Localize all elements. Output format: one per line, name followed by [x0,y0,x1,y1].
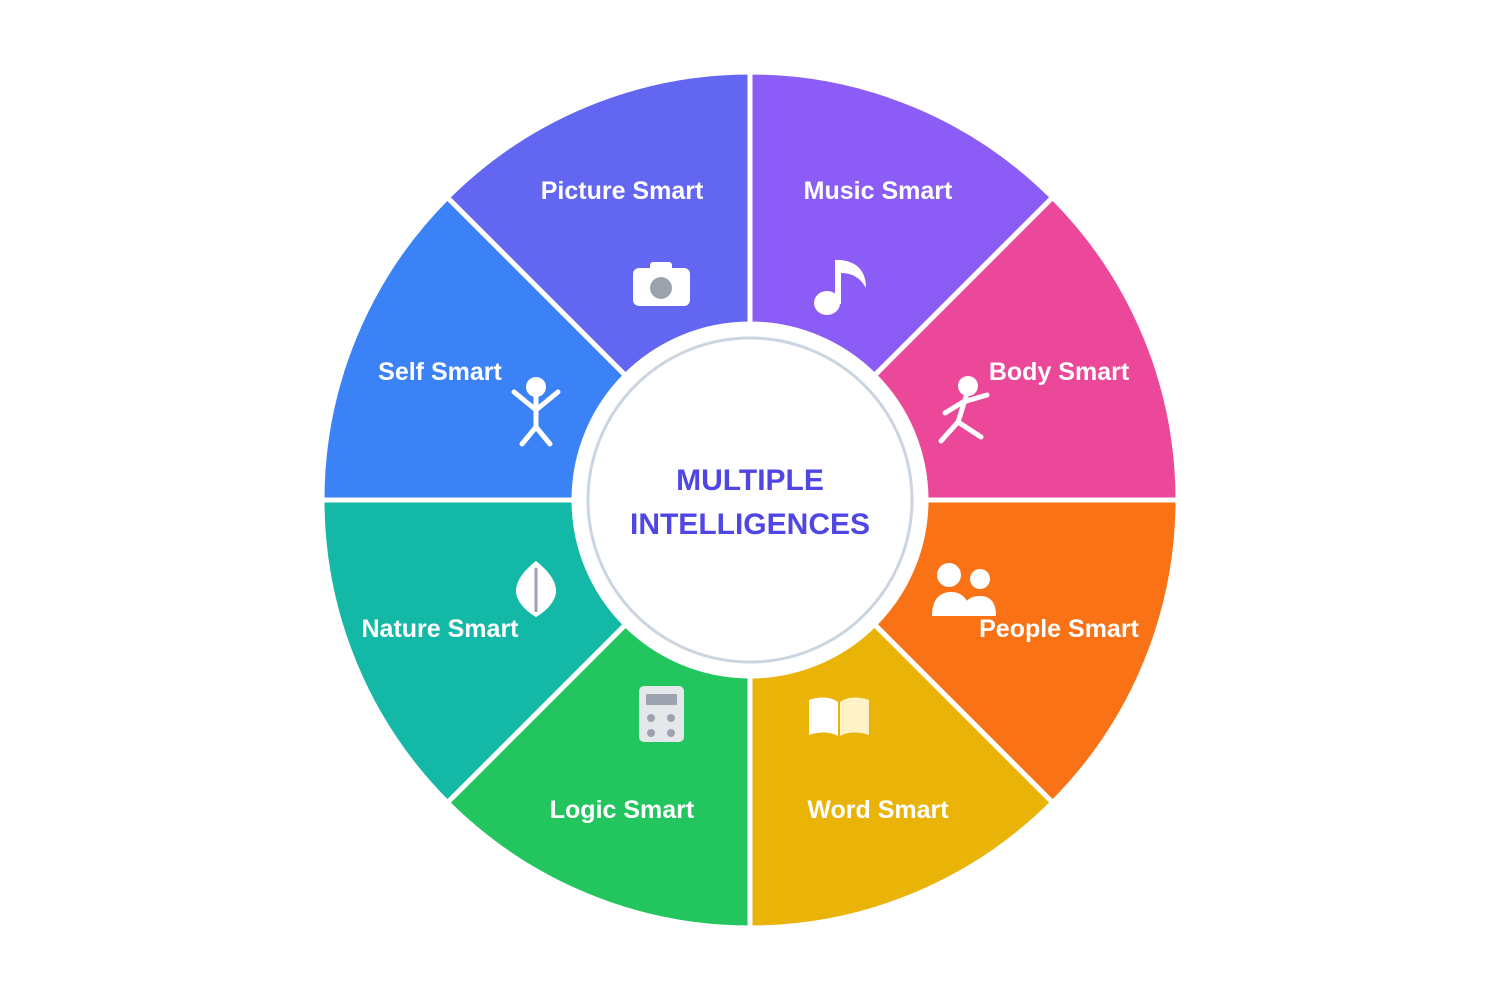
label-word: Word Smart [807,796,949,824]
label-music: Music Smart [804,177,953,205]
center-circle [586,336,914,664]
label-self: Self Smart [378,358,502,386]
label-picture: Picture Smart [541,177,704,205]
label-body: Body Smart [989,358,1130,386]
label-people: People Smart [979,615,1139,643]
open-book-icon [809,697,869,736]
people-icon [932,563,996,616]
camera-icon [633,262,690,306]
running-person-icon [938,376,990,444]
center-title-line1: MULTIPLE [676,464,824,497]
label-nature: Nature Smart [362,615,520,643]
label-logic: Logic Smart [550,796,695,824]
music-note-icon [814,260,866,315]
leaf-icon [516,561,556,617]
center-title-line2: INTELLIGENCES [630,508,870,541]
person-icon [511,377,561,447]
calculator-icon [639,686,684,742]
